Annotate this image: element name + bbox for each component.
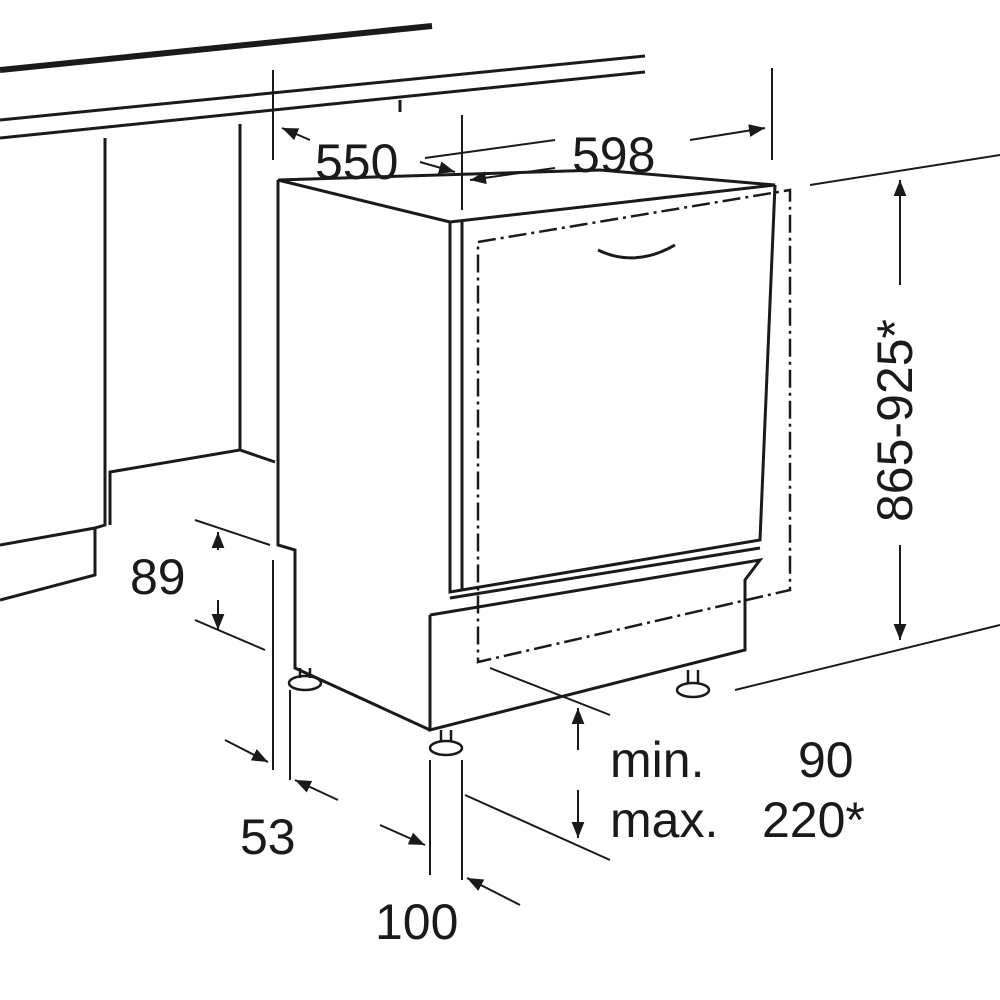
plinth-height-label: 89 xyxy=(130,549,186,605)
door-outline-dashed xyxy=(476,188,792,664)
adjacent-cabinet xyxy=(0,124,276,602)
min-label: min. xyxy=(610,732,705,788)
door-offset-label: 100 xyxy=(375,894,459,950)
countertop xyxy=(0,23,646,140)
width-label: 598 xyxy=(572,127,656,183)
max-label: max. xyxy=(610,792,719,848)
min-value: 90 xyxy=(798,732,854,788)
max-value: 220* xyxy=(762,792,865,848)
dimension-lines xyxy=(194,68,1000,906)
adjustable-feet xyxy=(287,668,711,757)
dishwasher-body xyxy=(276,168,777,732)
height-label: 865-925* xyxy=(867,319,923,522)
depth-label: 550 xyxy=(315,134,399,190)
side-offset-label: 53 xyxy=(240,809,296,865)
